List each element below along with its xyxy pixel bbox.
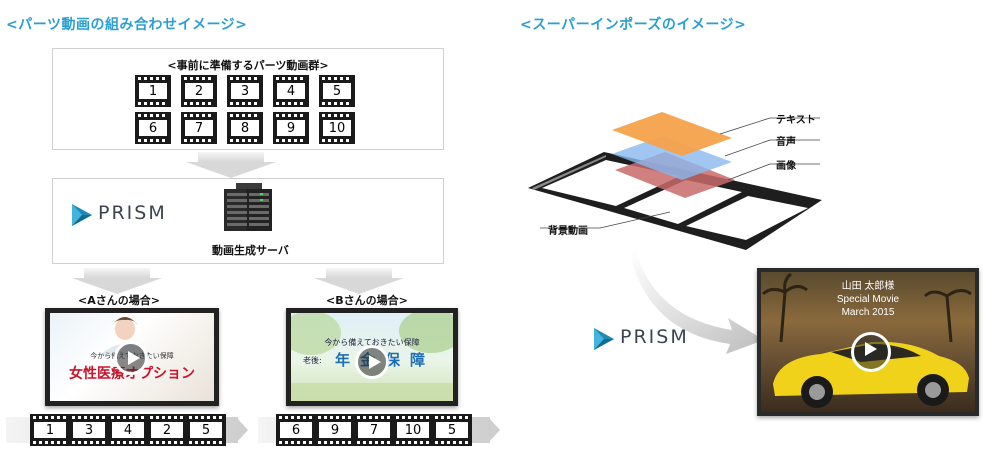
sequence-frame: 2 (147, 414, 187, 446)
case-b-prefix: 老後: (303, 356, 322, 365)
case-a-label: <Aさんの場合> (78, 294, 160, 307)
server-icon (224, 183, 272, 231)
part-number: 2 (185, 83, 213, 99)
part-number: 4 (277, 83, 305, 99)
sequence-number: 7 (358, 422, 390, 438)
layer-label-audio: 音声 (776, 137, 796, 148)
sequence-frame: 10 (393, 414, 433, 446)
layer-label-text: テキスト (776, 115, 816, 126)
part-frame: 7 (181, 112, 217, 144)
prism-logo-icon (594, 328, 614, 350)
part-number: 9 (277, 120, 305, 136)
left-heading: <パーツ動画の組み合わせイメージ> (6, 17, 248, 33)
part-number: 1 (139, 83, 167, 99)
sequence-number: 5 (190, 422, 222, 438)
sequence-number: 3 (73, 422, 105, 438)
part-frame: 6 (135, 112, 171, 144)
preview-title: Special Movie (836, 294, 900, 305)
sequence-number: 1 (34, 422, 66, 438)
layer-label-background: 背景動画 (548, 226, 588, 237)
sequence-frame: 1 (30, 414, 70, 446)
part-frame: 1 (135, 75, 171, 107)
part-number: 10 (323, 120, 351, 136)
superimpose-video-preview[interactable]: 山田 太郎様 Special Movie March 2015 (757, 268, 979, 416)
preview-name: 山田 太郎様 (841, 281, 895, 292)
sequence-number: 2 (151, 422, 183, 438)
flow-arrow-down (72, 278, 162, 294)
case-a-video-preview[interactable]: 今から備えておきたい保障 女性医療オプション (45, 308, 219, 406)
part-frame: 8 (227, 112, 263, 144)
sequence-number: 9 (319, 422, 351, 438)
superimpose-diagram (528, 112, 822, 250)
play-icon[interactable] (851, 332, 891, 372)
sequence-frame: 9 (315, 414, 355, 446)
sequence-frame: 3 (69, 414, 109, 446)
part-frame: 3 (227, 75, 263, 107)
flow-arrow-down (186, 162, 276, 178)
prism-logo-text: PRISM (620, 326, 689, 348)
play-icon[interactable] (355, 345, 389, 379)
play-icon[interactable] (114, 341, 148, 375)
part-number: 3 (231, 83, 259, 99)
audio-layer (612, 136, 732, 180)
part-frame: 5 (319, 75, 355, 107)
part-frame: 10 (319, 112, 355, 144)
sequence-frame: 4 (108, 414, 148, 446)
part-number: 8 (231, 120, 259, 136)
part-number: 5 (323, 83, 351, 99)
sequence-number: 5 (436, 422, 468, 438)
flow-arrow-down (314, 278, 404, 294)
part-number: 6 (139, 120, 167, 136)
curved-flow-arrow-icon (630, 252, 764, 354)
parts-title: <事前に準備するパーツ動画群> (167, 59, 329, 72)
part-number: 7 (185, 120, 213, 136)
sequence-number: 6 (280, 422, 312, 438)
right-heading: <スーパーインポーズのイメージ> (520, 17, 747, 33)
prism-logo-icon (72, 204, 92, 226)
park-photo-icon (291, 313, 453, 401)
part-frame: 4 (273, 75, 309, 107)
sequence-frame: 6 (276, 414, 316, 446)
part-frame: 9 (273, 112, 309, 144)
sequence-frame: 5 (186, 414, 226, 446)
preview-date: March 2015 (841, 307, 895, 318)
prism-logo-text: PRISM (98, 202, 167, 224)
sequence-frame: 7 (354, 414, 394, 446)
sequence-number: 10 (397, 422, 429, 438)
text-layer (612, 112, 732, 156)
part-frame: 2 (181, 75, 217, 107)
case-b-label: <Bさんの場合> (326, 294, 408, 307)
case-b-video-preview[interactable]: 今から備えておきたい保障 老後: 年金保障 (286, 308, 458, 406)
flow-arrow-shaft (84, 268, 150, 278)
sequence-number: 4 (112, 422, 144, 438)
sequence-frame: 5 (432, 414, 472, 446)
flow-arrow-shaft (198, 152, 264, 162)
layer-label-image: 画像 (776, 161, 796, 172)
case-b-small-text: 今から備えておきたい保障 (324, 338, 420, 347)
strip-arrow-icon (236, 417, 248, 443)
strip-arrow-icon (488, 417, 500, 443)
flow-arrow-shaft (326, 268, 392, 278)
server-label: 動画生成サーバ (212, 244, 289, 257)
